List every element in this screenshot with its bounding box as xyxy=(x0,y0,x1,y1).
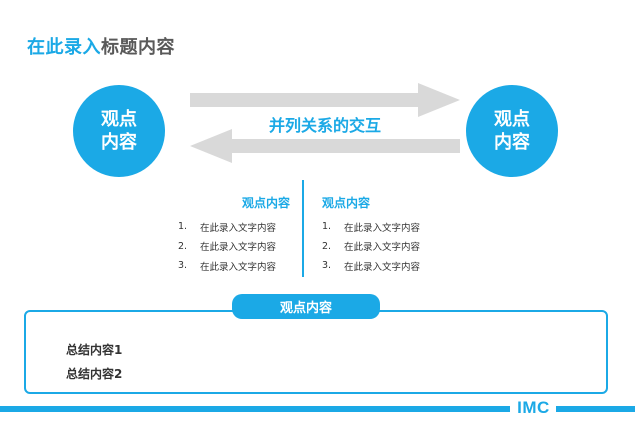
list-text: 在此录入文字内容 xyxy=(344,242,421,254)
list-number: 1. xyxy=(322,221,332,233)
list-text: 在此录入文字内容 xyxy=(200,222,277,234)
left-column-title: 观点内容 xyxy=(241,196,290,210)
summary-item: 总结内容2 xyxy=(66,367,123,381)
relation-text: 并列关系的交互 xyxy=(268,116,381,135)
right-arrow-icon xyxy=(190,83,460,117)
left-viewpoint-circle: 观点内容 xyxy=(73,85,165,177)
list-number: 3. xyxy=(178,260,188,272)
title-rest: 标题内容 xyxy=(101,37,175,58)
page-title: 在此录入标题内容 xyxy=(27,33,175,59)
left-column: 观点内容 1. 在此录入文字内容 2. 在此录入文字内容 3. 在此录入文字内容 xyxy=(178,194,290,276)
exchange-arrows xyxy=(190,83,460,163)
list-text: 在此录入文字内容 xyxy=(200,242,277,254)
brand-logo: IMC xyxy=(517,398,550,417)
right-viewpoint-circle: 观点内容 xyxy=(466,85,558,177)
list-text: 在此录入文字内容 xyxy=(344,222,421,234)
right-column-title: 观点内容 xyxy=(322,196,371,210)
list-item: 3. 在此录入文字内容 xyxy=(178,256,290,276)
list-text: 在此录入文字内容 xyxy=(344,261,421,273)
footer-line-right xyxy=(556,406,635,412)
list-number: 3. xyxy=(322,260,332,272)
column-divider xyxy=(302,180,304,277)
left-arrow-icon xyxy=(190,129,460,163)
list-text: 在此录入文字内容 xyxy=(200,261,277,273)
list-number: 1. xyxy=(178,221,188,233)
summary-tab: 观点内容 xyxy=(232,294,380,319)
right-column: 观点内容 1. 在此录入文字内容 2. 在此录入文字内容 3. 在此录入文字内容 xyxy=(322,194,452,276)
list-item: 2. 在此录入文字内容 xyxy=(322,237,452,257)
right-circle-label: 观点内容 xyxy=(494,109,530,153)
summary-item: 总结内容1 xyxy=(66,343,123,357)
list-item: 3. 在此录入文字内容 xyxy=(322,256,452,276)
list-item: 1. 在此录入文字内容 xyxy=(322,217,452,237)
list-item: 1. 在此录入文字内容 xyxy=(178,217,290,237)
list-number: 2. xyxy=(322,240,332,252)
list-number: 2. xyxy=(178,240,188,252)
left-circle-label: 观点内容 xyxy=(101,109,137,153)
title-highlight: 在此录入 xyxy=(27,37,101,58)
list-item: 2. 在此录入文字内容 xyxy=(178,237,290,257)
footer-line-left xyxy=(0,406,510,412)
